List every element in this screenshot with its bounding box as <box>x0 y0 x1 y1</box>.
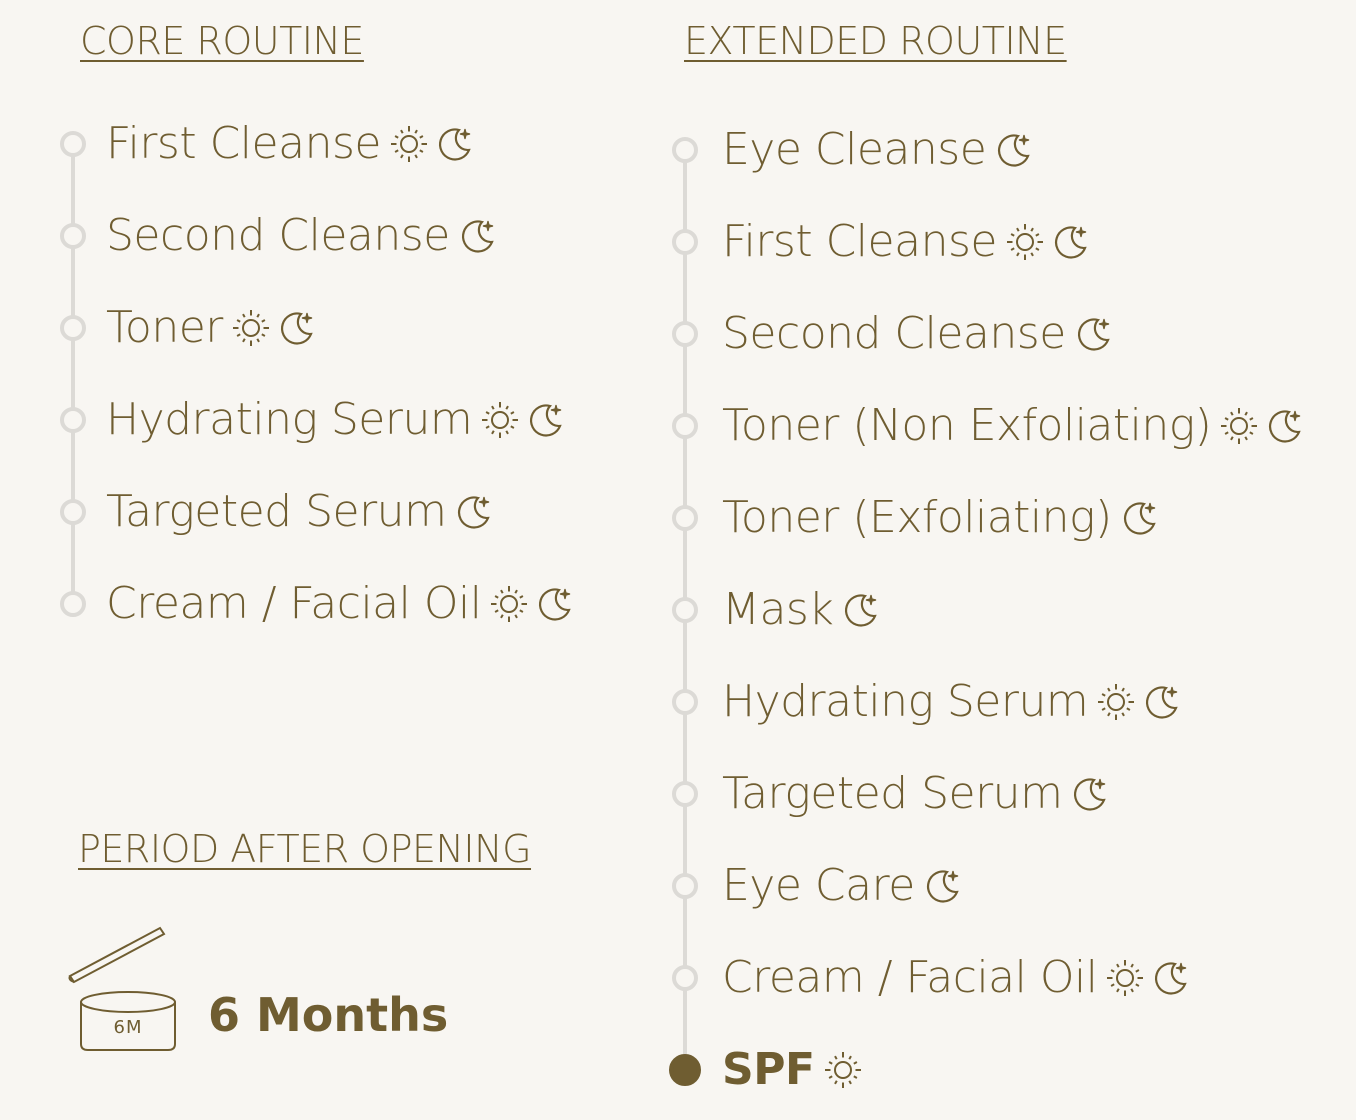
step-dot <box>60 499 86 525</box>
moon-icon <box>435 124 475 164</box>
core-step[interactable]: Cream / Facial Oil <box>60 574 620 634</box>
step-dot <box>672 781 698 807</box>
step-dot-active <box>669 1054 701 1086</box>
step-dot <box>60 131 86 157</box>
sun-icon <box>823 1050 863 1090</box>
sun-icon <box>231 308 271 348</box>
extended-step[interactable]: Second Cleanse <box>672 304 1332 364</box>
pao-heading: PERIOD AFTER OPENING <box>78 827 532 871</box>
step-label: Eye Care <box>722 860 915 911</box>
moon-icon <box>994 130 1034 170</box>
extended-step[interactable]: Toner (Non Exfoliating) <box>672 396 1332 456</box>
extended-step[interactable]: First Cleanse <box>672 212 1332 272</box>
step-dot <box>672 229 698 255</box>
step-label: First Cleanse <box>106 118 381 169</box>
step-dot <box>672 413 698 439</box>
step-dot <box>672 137 698 163</box>
step-label: Toner (Non Exfoliating) <box>722 400 1212 451</box>
core-step[interactable]: Toner <box>60 298 620 358</box>
pao-value: 6 Months <box>208 988 449 1042</box>
moon-icon <box>277 308 317 348</box>
step-label: Toner (Exfoliating) <box>722 492 1112 543</box>
moon-icon <box>535 584 575 624</box>
step-dot <box>672 965 698 991</box>
core-step[interactable]: Targeted Serum <box>60 482 620 542</box>
step-dot <box>60 591 86 617</box>
step-dot <box>672 597 698 623</box>
moon-icon <box>841 590 881 630</box>
core-rail <box>71 144 75 604</box>
sun-icon <box>489 584 529 624</box>
step-label: Hydrating Serum <box>106 394 473 445</box>
step-dot <box>60 315 86 341</box>
moon-icon <box>1070 774 1110 814</box>
step-label: Hydrating Serum <box>722 676 1089 727</box>
sun-icon <box>1096 682 1136 722</box>
step-dot <box>60 407 86 433</box>
step-dot <box>672 321 698 347</box>
core-step[interactable]: Hydrating Serum <box>60 390 620 450</box>
step-label: Eye Cleanse <box>722 124 987 175</box>
step-label: Second Cleanse <box>722 308 1066 359</box>
step-label: Targeted Serum <box>722 768 1063 819</box>
jar-label: 6M <box>114 1017 143 1038</box>
extended-routine-heading: EXTENDED ROUTINE <box>684 19 1067 63</box>
step-dot <box>672 505 698 531</box>
step-dot <box>60 223 86 249</box>
extended-step[interactable]: Eye Care <box>672 856 1332 916</box>
core-step[interactable]: First Cleanse <box>60 114 620 174</box>
extended-step[interactable]: Targeted Serum <box>672 764 1332 824</box>
step-label: First Cleanse <box>722 216 997 267</box>
core-step[interactable]: Second Cleanse <box>60 206 620 266</box>
moon-icon <box>454 492 494 532</box>
moon-icon <box>1120 498 1160 538</box>
sun-icon <box>1005 222 1045 262</box>
step-label: Cream / Facial Oil <box>722 952 1098 1003</box>
extended-step[interactable]: Mask <box>672 580 1332 640</box>
moon-icon <box>1265 406 1305 446</box>
step-label: SPF <box>722 1044 815 1095</box>
moon-icon <box>1151 958 1191 998</box>
moon-icon <box>1051 222 1091 262</box>
step-label: Toner <box>106 302 223 353</box>
extended-step[interactable]: Cream / Facial Oil <box>672 948 1332 1008</box>
sun-icon <box>480 400 520 440</box>
step-dot <box>672 873 698 899</box>
extended-step[interactable]: Hydrating Serum <box>672 672 1332 732</box>
step-label: Targeted Serum <box>106 486 447 537</box>
sun-icon <box>1105 958 1145 998</box>
moon-icon <box>923 866 963 906</box>
step-dot <box>672 689 698 715</box>
step-label: Cream / Facial Oil <box>106 578 482 629</box>
core-routine-heading: CORE ROUTINE <box>80 19 364 63</box>
step-label: Mask <box>722 584 834 635</box>
moon-icon <box>1074 314 1114 354</box>
pao-block: 6M 6 Months <box>64 920 484 1060</box>
moon-icon <box>526 400 566 440</box>
moon-icon <box>1142 682 1182 722</box>
step-label: Second Cleanse <box>106 210 450 261</box>
extended-step[interactable]: Toner (Exfoliating) <box>672 488 1332 548</box>
extended-step[interactable]: Eye Cleanse <box>672 120 1332 180</box>
sun-icon <box>389 124 429 164</box>
open-jar-icon: 6M <box>68 926 176 1051</box>
moon-icon <box>458 216 498 256</box>
extended-step[interactable]: SPF <box>669 1040 1332 1100</box>
sun-icon <box>1219 406 1259 446</box>
